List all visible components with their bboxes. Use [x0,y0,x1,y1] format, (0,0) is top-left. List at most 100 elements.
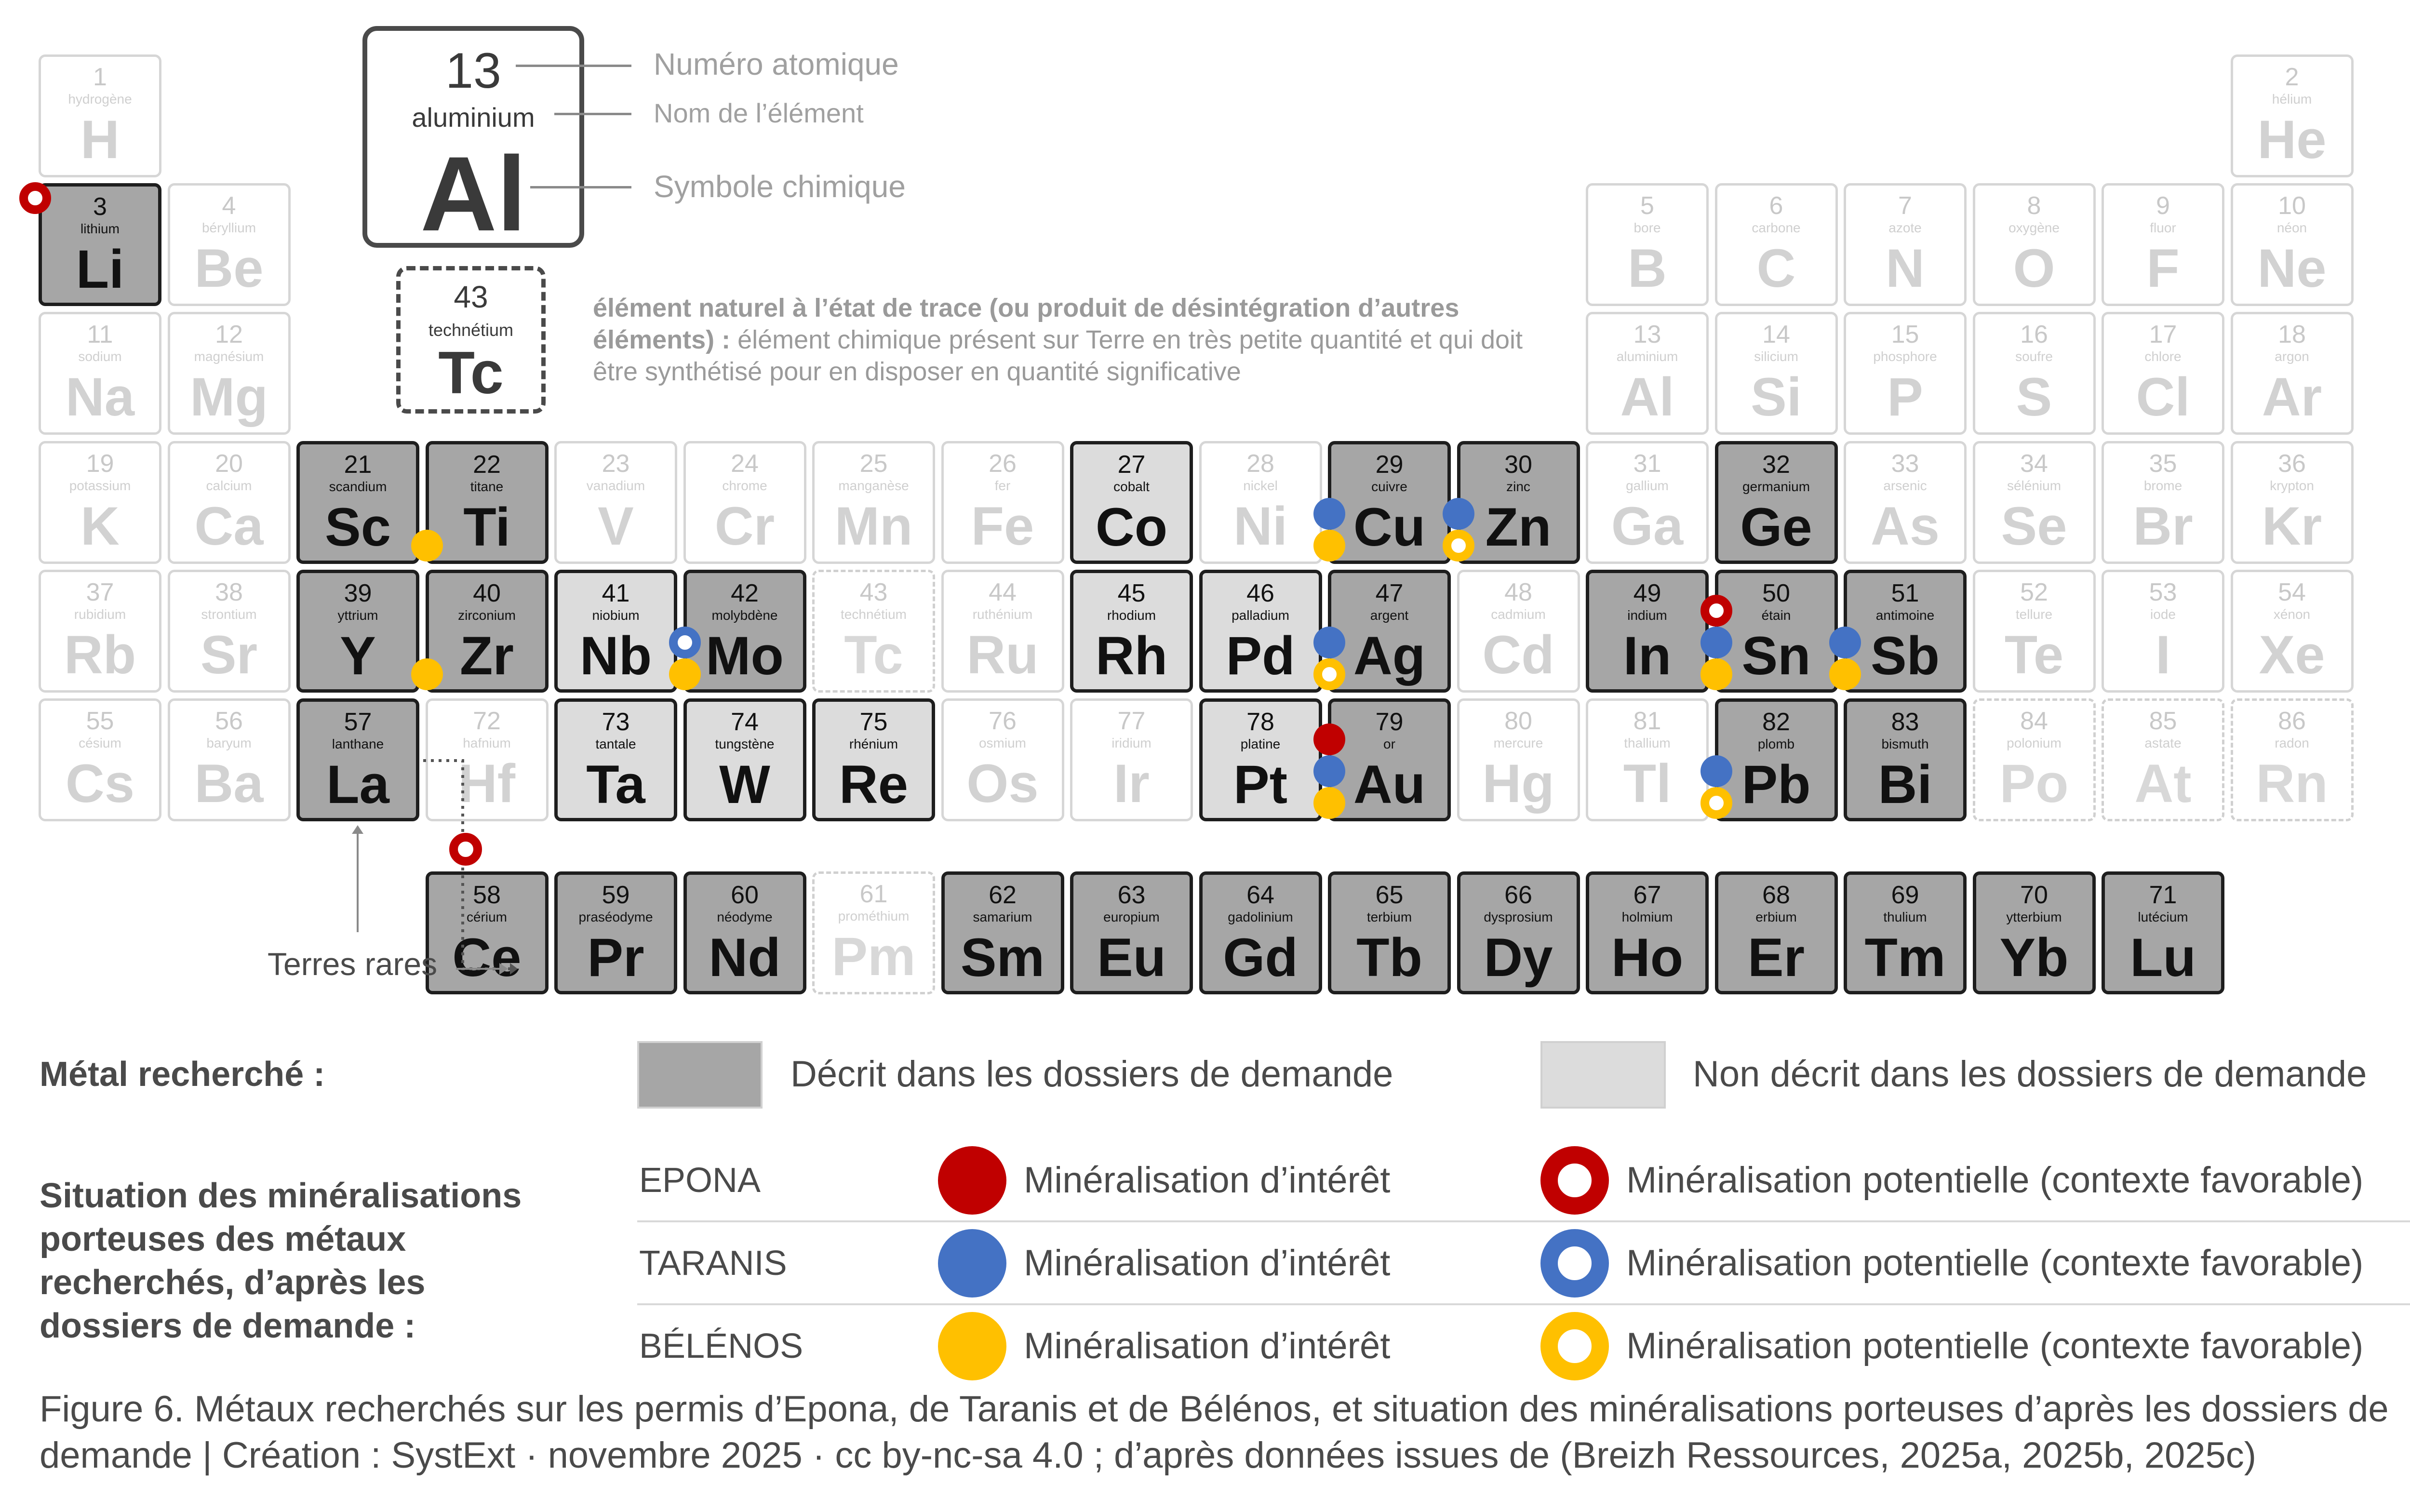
element-name: nickel [1243,478,1278,493]
legend-taranis-potential-label: Minéralisation potentielle (contexte fav… [1626,1243,2364,1284]
element-name: polonium [2007,736,2062,750]
element-symbol: Cl [2136,367,2190,427]
element-number: 29 [1375,451,1404,479]
element-number: 80 [1504,707,1532,735]
element-symbol: Te [2004,625,2064,685]
element-number: 35 [2149,450,2177,478]
element-number: 65 [1375,881,1404,909]
element-symbol: Er [1747,927,1805,988]
element-name: palladium [1232,608,1289,623]
element-name: krypton [2270,478,2314,493]
element-symbol: As [1870,496,1940,556]
element-symbol: Si [1751,367,1802,427]
element-name: gallium [1626,478,1669,493]
element-name: yttrium [337,608,378,623]
element-name: radon [2275,736,2309,750]
element-name: zirconium [458,608,516,623]
element-number: 55 [86,707,114,735]
element-number: 67 [1633,881,1661,909]
element-symbol: Hf [458,753,516,814]
element-number: 61 [859,880,888,908]
key-line-symbol [530,186,631,188]
element-name: tantale [595,736,636,751]
legend-permit-epona: EPONA [639,1161,761,1200]
element-name: néodyme [717,910,773,924]
element-number: 74 [731,708,759,736]
legend-described-label: Décrit dans les dossiers de demande [790,1054,1393,1095]
element-name: europium [1103,910,1160,924]
element-number: 26 [989,450,1017,478]
element-number: 45 [1117,579,1146,607]
element-symbol: Pm [831,926,916,987]
mineralisation-dot-cu-belenos-interest [1313,530,1345,562]
element-name: gadolinium [1228,910,1293,924]
legend-epona-interest-dot [938,1146,1006,1215]
mineralisation-dot-ag-belenos-potential [1313,658,1345,690]
element-symbol: Eu [1097,927,1166,988]
element-name: antimoine [1875,608,1935,623]
element-name: rhénium [849,736,898,751]
element-number: 59 [602,881,630,909]
element-name: azote [1888,220,1922,235]
element-number: 7 [1898,192,1912,220]
element-number: 13 [1633,321,1661,348]
element-number: 22 [473,451,501,479]
element-number: 6 [1769,192,1783,220]
element-number: 60 [731,881,759,909]
element-symbol: Co [1095,497,1168,557]
element-number: 64 [1246,881,1274,909]
element-name: bismuth [1881,736,1929,751]
element-name: cuivre [1371,479,1407,494]
element-name: erbium [1755,910,1797,924]
legend-belenos-potential-label: Minéralisation potentielle (contexte fav… [1626,1325,2364,1366]
element-number: 76 [989,707,1017,735]
element-symbol: I [2155,625,2171,685]
element-symbol: Rh [1095,626,1168,686]
element-name: carbone [1752,220,1801,235]
legend-not-described-label: Non décrit dans les dossiers de demande [1693,1054,2367,1095]
element-number: 78 [1246,708,1274,736]
element-number: 47 [1375,579,1404,607]
element-name: iridium [1111,736,1151,750]
legend-taranis-potential-dot [1540,1229,1609,1298]
element-symbol: Nd [709,927,781,988]
element-symbol: Sr [200,625,258,685]
mineralisation-dot-zr-belenos-interest [411,658,443,690]
element-symbol: In [1623,626,1672,686]
element-name: fer [994,478,1011,493]
element-number: 36 [2278,450,2306,478]
mineralisation-dot-au-belenos-interest [1313,787,1345,819]
element-symbol: Rn [2256,753,2328,814]
element-name: fluor [2150,220,2176,235]
element-symbol: Po [1999,753,2069,814]
element-name: or [1383,736,1395,751]
element-number: 30 [1504,451,1532,479]
mineralisation-dot-au-epona-interest [1313,723,1345,755]
element-number: 68 [1762,881,1790,909]
